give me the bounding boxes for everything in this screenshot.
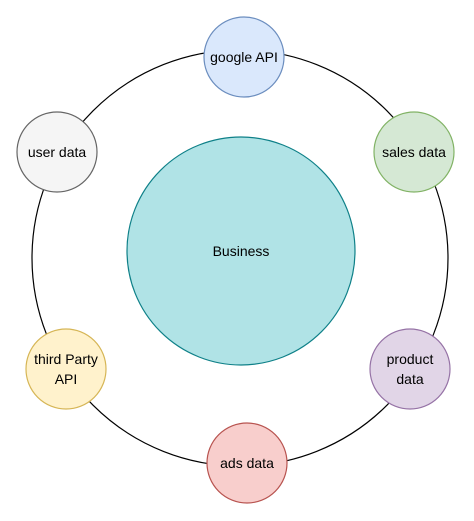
node-user-data-label: user data: [28, 144, 87, 160]
center-circle-shape: [126, 136, 356, 366]
node-third-party-api-label: API: [55, 371, 78, 387]
node-google-api-label: google API: [210, 49, 278, 65]
node-sales-data[interactable]: sales data: [373, 111, 455, 193]
node-user-data[interactable]: user data: [16, 111, 98, 193]
node-user-data-shape: [16, 111, 98, 193]
node-product-data-label: product: [387, 351, 434, 367]
node-sales-data-label: sales data: [382, 144, 446, 160]
center-label: Business: [213, 243, 270, 259]
nodes-layer: google API sales data product data ads data t…: [16, 16, 455, 504]
node-google-api[interactable]: google API: [203, 16, 285, 98]
node-product-data-shape: [369, 328, 451, 410]
node-google-api-shape: [203, 16, 285, 98]
node-ads-data-label: ads data: [220, 455, 274, 471]
node-product-data[interactable]: product data: [369, 328, 451, 410]
node-product-data-label: data: [396, 371, 423, 387]
node-ads-data-shape: [206, 422, 288, 504]
center-circle[interactable]: Business: [126, 136, 356, 366]
node-sales-data-shape: [373, 111, 455, 193]
node-ads-data[interactable]: ads data: [206, 422, 288, 504]
node-third-party-api-shape: [25, 328, 107, 410]
node-third-party-api-label: third Party: [34, 351, 98, 367]
